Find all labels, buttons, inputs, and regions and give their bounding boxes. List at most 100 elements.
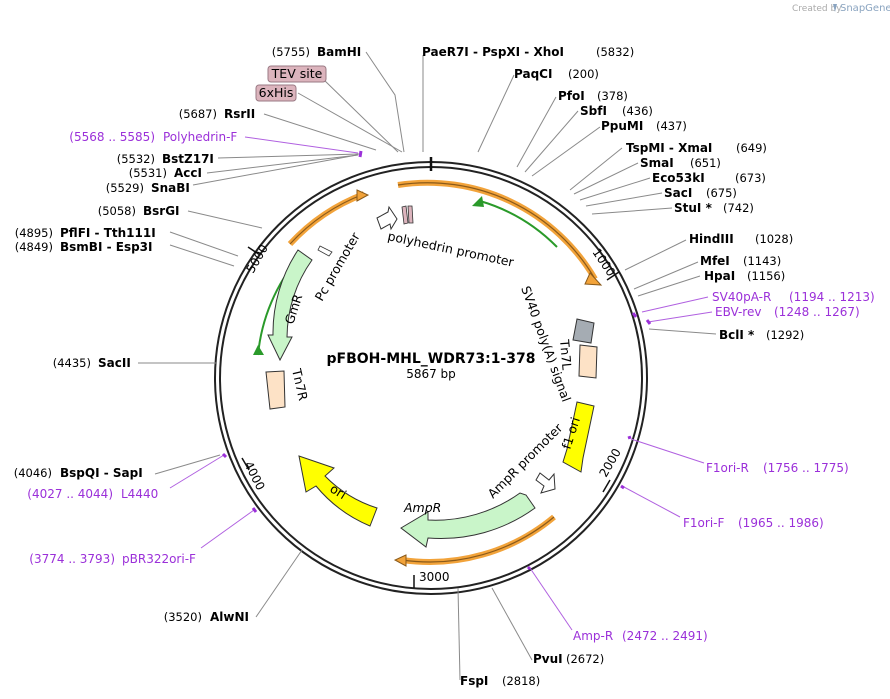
scale-ticks (241, 157, 620, 588)
primer-name-l4440[interactable]: L4440 (121, 487, 158, 501)
site-name-saci[interactable]: SacI (664, 186, 692, 200)
site-pos-rsrii: (5687) (179, 107, 217, 121)
site-pos-acci: (5531) (129, 166, 167, 180)
site-leader-lines (138, 51, 717, 681)
plasmid-name: pFBOH-MHL_WDR73:1-378 (327, 351, 536, 367)
primer-name-sv40pa-r[interactable]: SV40pA-R (712, 290, 771, 304)
his-tag: 6xHis (255, 84, 297, 102)
tev-his-marks (401, 205, 414, 225)
site-pos-bsmbi: (4849) (15, 240, 53, 254)
primer-name-f1ori-f[interactable]: F1ori-F (683, 516, 724, 530)
site-name-smai[interactable]: SmaI (640, 156, 674, 170)
site-pos-hpai: (1156) (747, 269, 785, 283)
credit-prefix: Created by (792, 4, 842, 14)
ori-label: ori (327, 481, 349, 502)
f1-ori-arrow (562, 401, 595, 473)
site-name-hpai[interactable]: HpaI (704, 269, 735, 283)
site-name-acci[interactable]: AccI (174, 166, 202, 180)
site-pos-stui: (742) (723, 201, 754, 215)
green-arcs (257, 200, 558, 356)
site-name-sbfi[interactable]: SbfI (580, 104, 607, 118)
site-name-alwni[interactable]: AlwNI (210, 610, 249, 624)
gmr-arrow (267, 249, 313, 362)
site-name-pflfi[interactable]: PflFI - Tth111I (60, 226, 156, 240)
site-pos-smai: (651) (690, 156, 721, 170)
primer-name-amp-r[interactable]: Amp-R (573, 629, 613, 643)
site-name-bcli[interactable]: BclI * (719, 328, 755, 342)
site-name-paer7i[interactable]: PaeR7I - PspXI - XhoI (422, 45, 564, 59)
sv40-terminator (572, 318, 595, 344)
primer-range-polyhedrin-f: (5568 .. 5585) (69, 130, 155, 144)
site-name-bspqi[interactable]: BspQI - SapI (60, 466, 143, 480)
primer-name-ebv-rev[interactable]: EBV-rev (715, 305, 761, 319)
site-name-bamhi[interactable]: BamHI (317, 45, 361, 59)
ori-arrow (298, 455, 378, 527)
site-pos-bcli: (1292) (766, 328, 804, 342)
site-pos-ppumi: (437) (656, 119, 687, 133)
polyhedrin-promoter-arrow (376, 205, 398, 231)
primer-name-polyhedrin-f[interactable]: Polyhedrin-F (163, 130, 237, 144)
site-pos-paer7i: (5832) (596, 45, 634, 59)
site-pos-bstz17i: (5532) (117, 152, 155, 166)
site-pos-pfoi: (378) (597, 89, 628, 103)
site-name-mfei[interactable]: MfeI (700, 254, 730, 268)
site-pos-snabi: (5529) (106, 181, 144, 195)
site-pos-hindiii: (1028) (755, 232, 793, 246)
polyhedrin-promoter-label: polyhedrin promoter (386, 228, 516, 270)
primer-range-sv40pa-r: (1194 .. 1213) (789, 290, 875, 304)
primer-marks (221, 150, 652, 571)
site-name-paqci[interactable]: PaqCI (514, 67, 552, 81)
primer-range-pbr322ori-f: (3774 .. 3793) (29, 552, 115, 566)
tn7l-box (578, 344, 598, 379)
tn7r-box (265, 370, 286, 410)
green-arrowheads (253, 196, 484, 355)
site-name-bsrgi[interactable]: BsrGI (143, 204, 180, 218)
site-name-bstz17i[interactable]: BstZ17I (162, 152, 214, 166)
primer-name-f1ori-r[interactable]: F1ori-R (706, 461, 749, 475)
site-pos-bspqi: (4046) (14, 466, 52, 480)
site-pos-alwni: (3520) (164, 610, 202, 624)
site-pos-paqci: (200) (568, 67, 599, 81)
site-name-sacii[interactable]: SacII (98, 356, 131, 370)
snapgene-logo-icon (833, 4, 837, 12)
primer-range-amp-r: (2472 .. 2491) (622, 629, 708, 643)
tev-tag: TEV site (267, 65, 327, 83)
tn7l-label: Tn7L (557, 338, 575, 371)
site-name-pvui[interactable]: PvuI (533, 652, 563, 666)
primer-range-f1ori-r: (1756 .. 1775) (763, 461, 849, 475)
site-pos-pvui: (2672) (566, 652, 604, 666)
site-pos-bsrgi: (5058) (98, 204, 136, 218)
primer-name-pbr322ori-f[interactable]: pBR322ori-F (122, 552, 196, 566)
site-name-pfoi[interactable]: PfoI (558, 89, 585, 103)
site-pos-pflfi: (4895) (15, 226, 53, 240)
tn7r-label: Tn7R (289, 366, 311, 402)
credit-brand: SnapGene (840, 3, 890, 14)
site-name-fspi[interactable]: FspI (460, 674, 488, 688)
site-name-stui[interactable]: StuI * (674, 201, 713, 215)
plasmid-length: 5867 bp (406, 367, 456, 381)
primer-range-f1ori-f: (1965 .. 1986) (738, 516, 824, 530)
tev-tag-label: TEV site (271, 66, 323, 81)
tick-label-3000: 3000 (419, 570, 450, 584)
site-name-rsrii[interactable]: RsrII (224, 107, 255, 121)
site-name-snabi[interactable]: SnaBI (151, 181, 190, 195)
site-pos-mfei: (1143) (743, 254, 781, 268)
ampr-promoter-arrow (535, 472, 556, 494)
site-name-bsmbi[interactable]: BsmBI - Esp3I (60, 240, 152, 254)
ampr-arrow (400, 492, 536, 548)
site-name-tspmi[interactable]: TspMI - XmaI (626, 141, 712, 155)
site-pos-bamhi: (5755) (272, 45, 310, 59)
primer-leader-lines (169, 136, 713, 631)
tick-label-5000: 5000 (243, 242, 270, 275)
site-pos-sacii: (4435) (53, 356, 91, 370)
pc-promoter-label: Pc promoter (312, 229, 364, 303)
ampr-label: AmpR (403, 500, 441, 515)
site-pos-saci: (675) (706, 186, 737, 200)
site-name-ppumi[interactable]: PpuMI (601, 119, 643, 133)
site-pos-tspmi: (649) (736, 141, 767, 155)
his-tag-label: 6xHis (259, 85, 294, 100)
site-pos-eco53ki: (673) (735, 171, 766, 185)
site-name-hindiii[interactable]: HindIII (689, 232, 734, 246)
site-name-eco53ki[interactable]: Eco53kI (652, 171, 705, 185)
